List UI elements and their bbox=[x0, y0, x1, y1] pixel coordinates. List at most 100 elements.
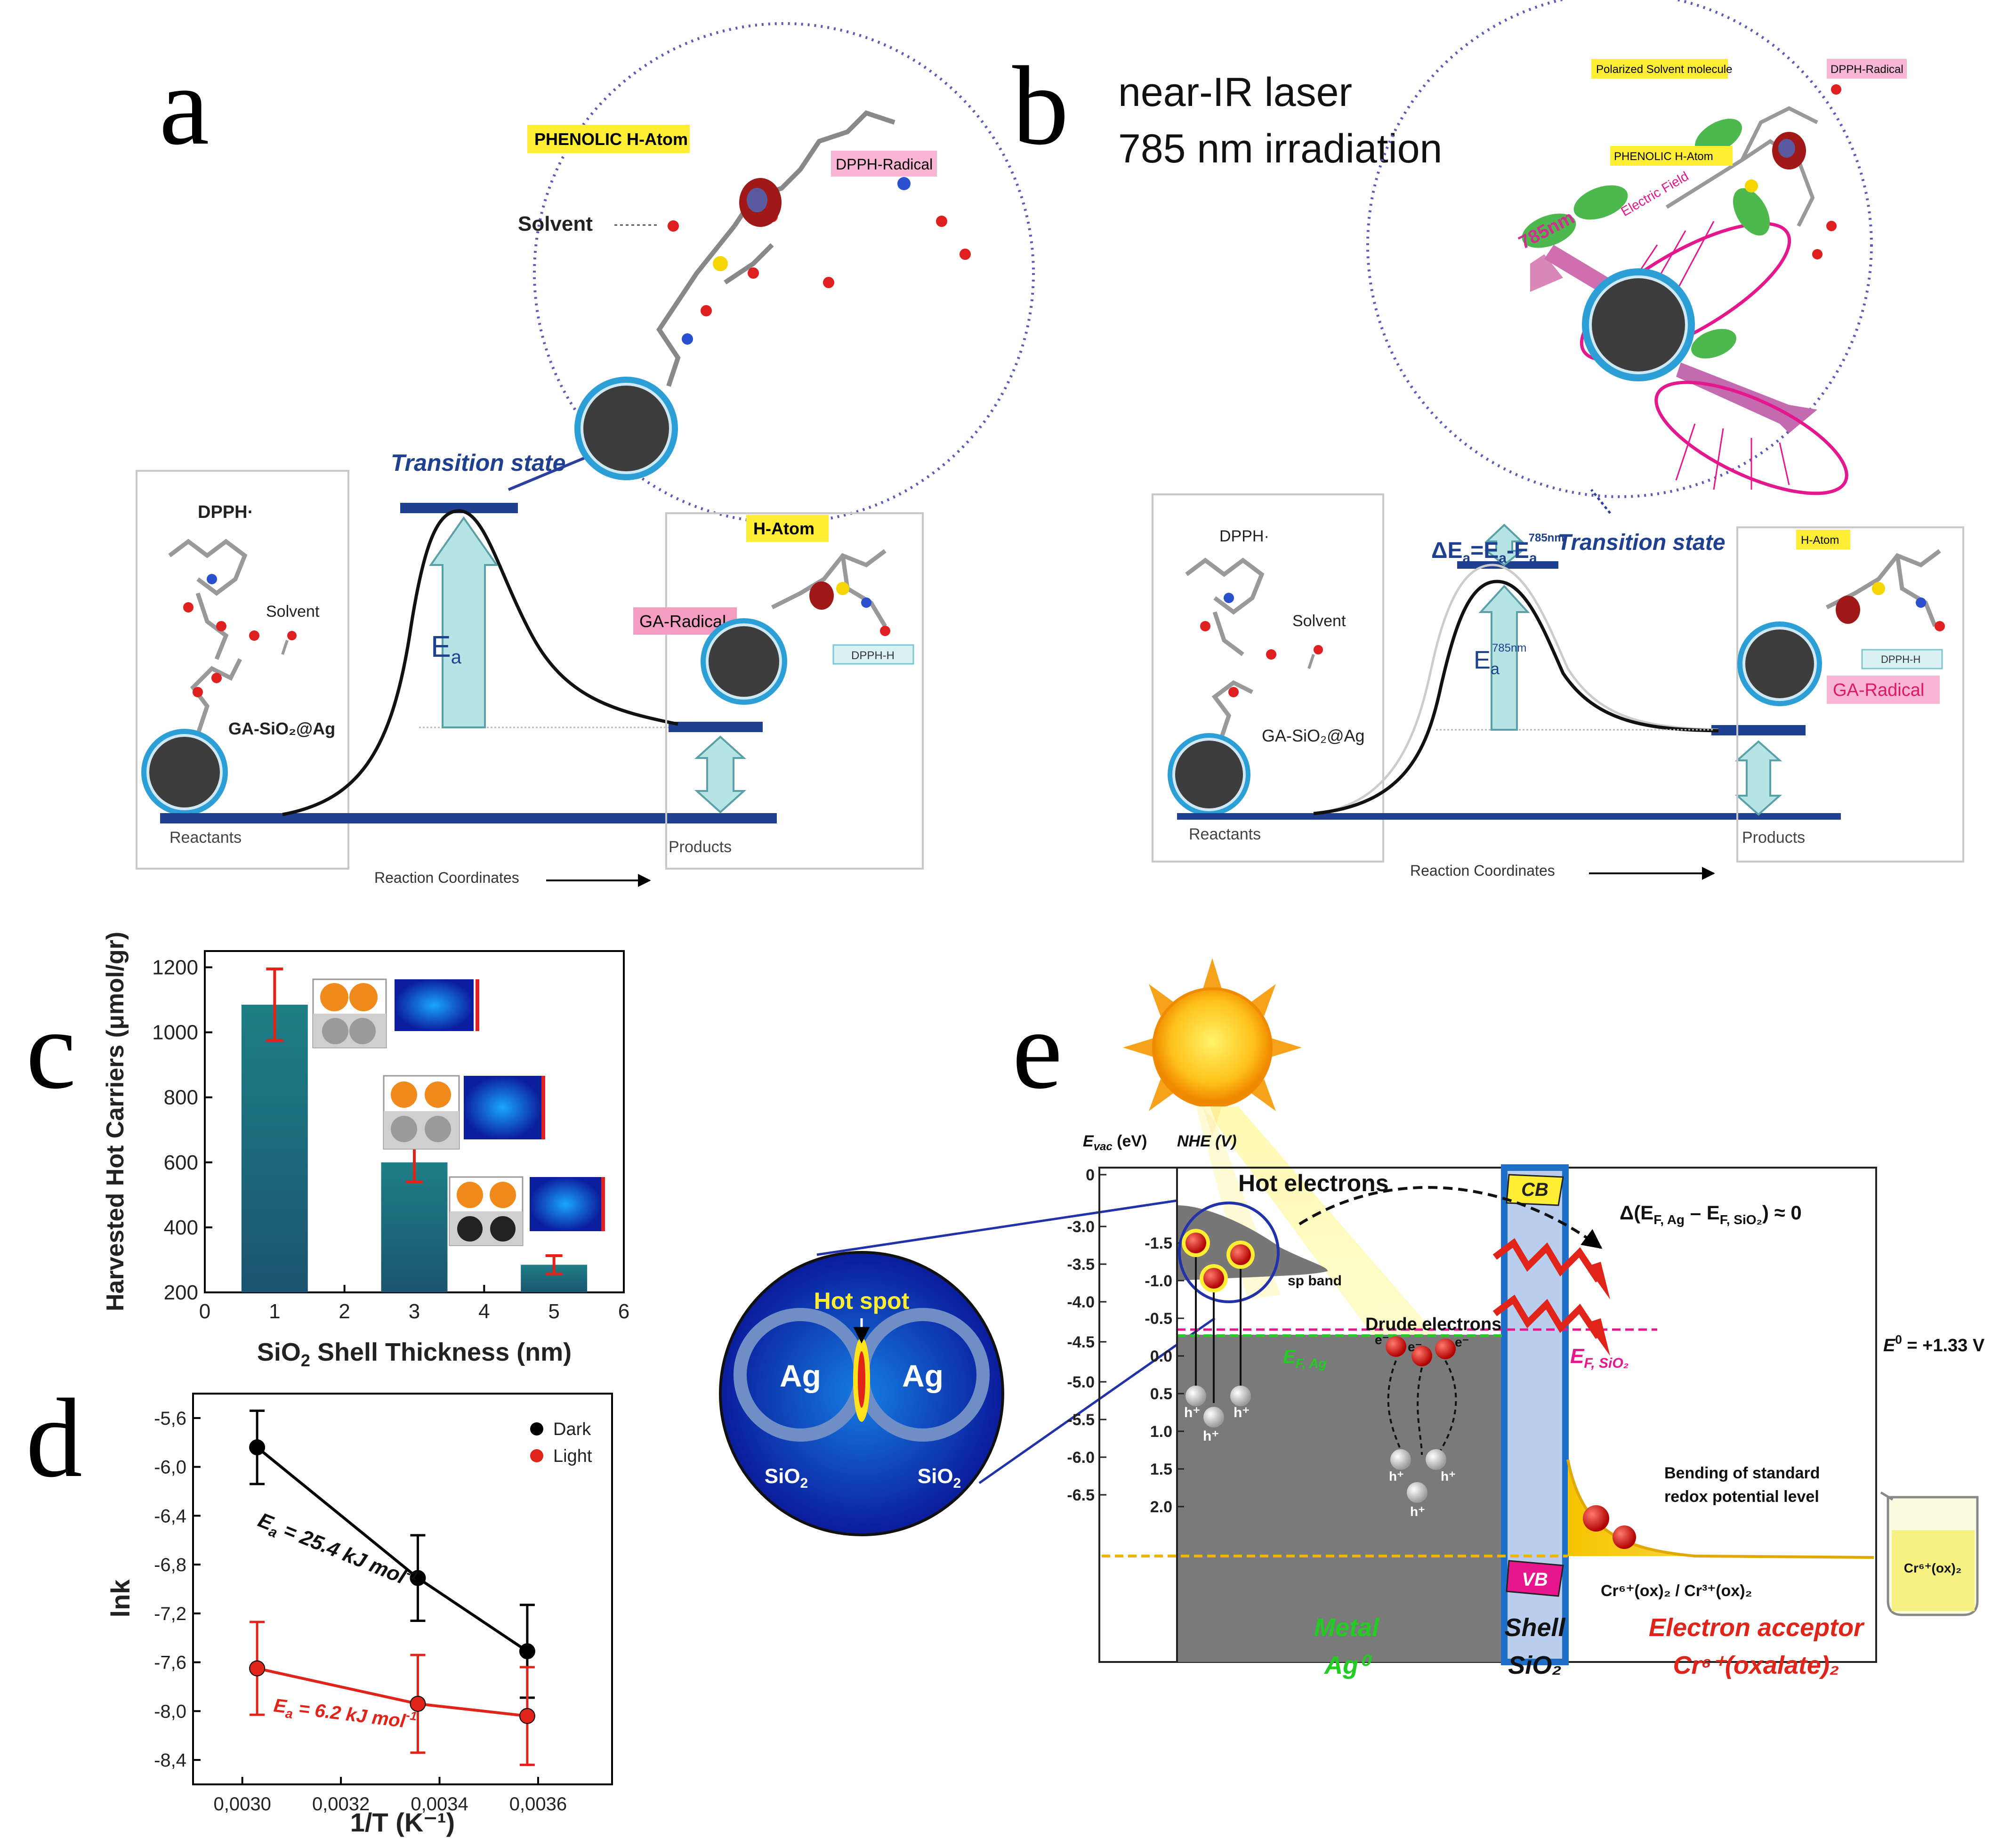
h-atom-box bbox=[746, 515, 829, 542]
ga-radical-box-b bbox=[1827, 676, 1940, 704]
hole-1 bbox=[1185, 1386, 1206, 1406]
data-point bbox=[249, 1660, 266, 1677]
products-label-b: Products bbox=[1742, 829, 1805, 847]
polarized-solvent-1 bbox=[1522, 213, 1576, 248]
polarized-solvent-6 bbox=[1691, 329, 1736, 359]
sp-band-label: sp band bbox=[1288, 1273, 1342, 1289]
plot-d-ylabel: lnk bbox=[105, 1579, 135, 1618]
e0-label: E0 = +1.33 V bbox=[1883, 1332, 1985, 1355]
field-loop-lower bbox=[1654, 380, 1848, 495]
panel-e-letter: e bbox=[1012, 987, 1063, 1112]
y-tick-label: 1200 bbox=[152, 956, 198, 979]
product-b-ga-radical: GA-Radical bbox=[1833, 680, 1924, 700]
nhe-tick-label: 1.5 bbox=[1150, 1460, 1172, 1478]
y-tick-label: 200 bbox=[164, 1281, 198, 1304]
panel-d-letter: d bbox=[26, 1375, 82, 1500]
metal-region bbox=[1177, 1335, 1504, 1662]
hot-electron-3 bbox=[1203, 1268, 1224, 1289]
drude-electrons-label: Drude electrons bbox=[1365, 1315, 1501, 1334]
product-b-h-atom: H-Atom bbox=[1801, 534, 1839, 547]
photon-arrow-1 bbox=[1492, 1238, 1601, 1282]
x-tick-label: 3 bbox=[409, 1300, 420, 1323]
drude-e-label-1: e⁻ bbox=[1375, 1332, 1389, 1347]
beaker-label: Cr⁶⁺(ox)₂ bbox=[1904, 1561, 1962, 1575]
ea-label: Ea bbox=[431, 629, 462, 668]
series-line-dark bbox=[256, 1446, 528, 1653]
product-level bbox=[669, 722, 763, 732]
nhe-tick-label: 1.0 bbox=[1150, 1423, 1172, 1441]
reactant-dpph: DPPH· bbox=[198, 502, 253, 522]
laser-out-arrow bbox=[1676, 363, 1817, 433]
dpph-h-box-b bbox=[1861, 649, 1943, 669]
product-level-b bbox=[1711, 725, 1806, 735]
data-point bbox=[410, 1695, 426, 1712]
zoom-b-polarized: Polarized Solvent molecule bbox=[1596, 63, 1733, 76]
zoom-b-phenolic: PHENOLIC H-Atom bbox=[1614, 150, 1713, 163]
evac-axis-label: Evac (eV) bbox=[1083, 1132, 1147, 1153]
photon-arrow-2 bbox=[1492, 1294, 1601, 1339]
nhe-tick-label: 0.5 bbox=[1150, 1385, 1172, 1403]
x-tick-label: 0 bbox=[199, 1300, 210, 1323]
hotspot-zoom: Hot spot Ag Ag SiO2 SiO2 bbox=[719, 1251, 1004, 1536]
h-atom-box-b bbox=[1796, 530, 1850, 549]
evac-tick-label: -4.0 bbox=[1067, 1293, 1095, 1311]
polarized-label-box bbox=[1591, 59, 1728, 79]
reactant-solvent: Solvent bbox=[266, 603, 320, 621]
drude-hole-2 bbox=[1426, 1449, 1446, 1470]
drude-hole-label-3: h⁺ bbox=[1410, 1504, 1425, 1519]
transition-state-label: Transition state bbox=[391, 450, 565, 476]
y-tick-label: -8,0 bbox=[154, 1701, 186, 1722]
nhe-tick-label: 2.0 bbox=[1150, 1498, 1172, 1516]
zoom-b-phenolic-box bbox=[1610, 146, 1733, 166]
legend-light: Light bbox=[553, 1446, 592, 1466]
product-ga-radical: GA-Radical bbox=[639, 612, 726, 631]
dpph-radical-label-box bbox=[831, 151, 937, 177]
drude-hole-label-2: h⁺ bbox=[1441, 1469, 1456, 1484]
y-tick-label: 400 bbox=[164, 1216, 198, 1239]
excitation-arrows bbox=[1195, 1257, 1242, 1403]
phenolic-label-box bbox=[527, 125, 690, 153]
y-tick-label: 1000 bbox=[152, 1021, 198, 1044]
zoom-b-electric-field: Electric Field bbox=[1619, 169, 1691, 219]
polarized-solvent-3 bbox=[1695, 119, 1742, 154]
zoom-atoms bbox=[668, 177, 971, 345]
nhe-tick-label: -1.5 bbox=[1145, 1234, 1172, 1252]
products-label: Products bbox=[669, 838, 732, 856]
nhe-tick-label: 0.0 bbox=[1150, 1347, 1172, 1365]
reactants-label: Reactants bbox=[169, 829, 242, 847]
drude-hole-label-1: h⁺ bbox=[1389, 1469, 1404, 1484]
cb-label: CB bbox=[1521, 1179, 1548, 1200]
x-tick-label: 4 bbox=[478, 1300, 490, 1323]
cb-box bbox=[1506, 1174, 1564, 1206]
y-tick-label: -6,8 bbox=[154, 1555, 186, 1575]
plot-c-ylabel: Harvested Hot Carriers (μmol/gr) bbox=[102, 932, 129, 1311]
x-tick-label: 2 bbox=[339, 1300, 350, 1323]
x-tick-label: 5 bbox=[548, 1300, 559, 1323]
y-tick-label: -6,4 bbox=[154, 1506, 186, 1526]
ea-label-b: Ea785nm bbox=[1474, 642, 1526, 678]
reactant-b-ga: GA-SiO₂@Ag bbox=[1262, 726, 1365, 745]
data-point bbox=[519, 1643, 535, 1660]
nhe-tick-label: -1.0 bbox=[1145, 1272, 1172, 1290]
plot-d-xlabel: 1/T (K⁻¹) bbox=[350, 1807, 455, 1837]
bending-line2: redox potential level bbox=[1664, 1488, 1819, 1506]
ag-left-label: Ag bbox=[780, 1358, 821, 1393]
nhe-axis-label: NHE (V) bbox=[1177, 1132, 1237, 1150]
legend-light-marker bbox=[530, 1449, 543, 1462]
hot-spot-label: Hot spot bbox=[814, 1288, 910, 1314]
laser-tick-1 bbox=[1530, 254, 1563, 292]
zoom-connector bbox=[508, 453, 594, 491]
reactant-dpph-molecule bbox=[168, 539, 248, 660]
acceptor-electron-1 bbox=[1583, 1505, 1609, 1532]
sun-icon bbox=[1123, 958, 1302, 1137]
products-box bbox=[665, 512, 924, 870]
acceptor-electron-2 bbox=[1613, 1525, 1636, 1549]
bending-line1: Bending of standard bbox=[1664, 1464, 1820, 1482]
ag-right-label: Ag bbox=[902, 1358, 943, 1393]
x-tick-label: 0,0032 bbox=[312, 1794, 370, 1815]
y-tick-label: -8,4 bbox=[154, 1750, 186, 1771]
